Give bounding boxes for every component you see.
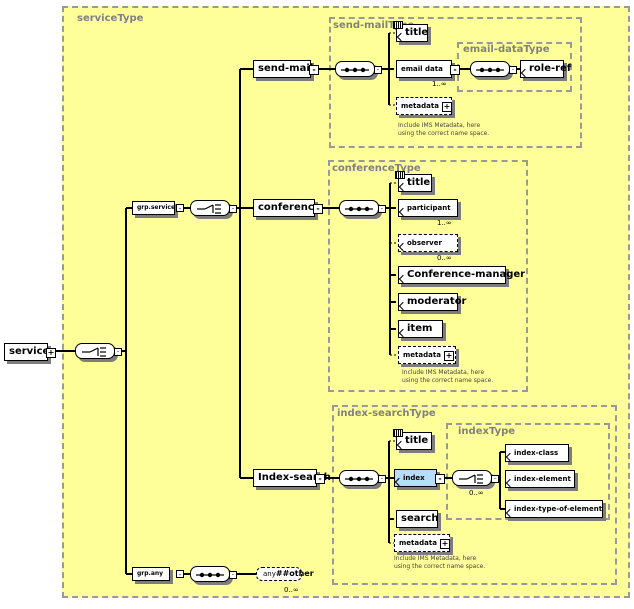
compositor-minus-icon[interactable]: - [509, 66, 517, 74]
conference-title-element[interactable]: title [395, 171, 432, 192]
conference-manager-element[interactable]: Conference-manager [398, 266, 525, 284]
sequence-compositor-conference[interactable]: - [339, 200, 386, 216]
index-search-metadata-doc: Include IMS Metadata, here using the cor… [394, 555, 486, 570]
conference-element[interactable]: conference - [253, 199, 323, 217]
sequence-compositor-index-search[interactable]: - [339, 470, 386, 486]
sequence-compositor-send-mail[interactable]: - [335, 61, 382, 77]
index-search-title-element[interactable]: title [393, 429, 432, 450]
index-search-type-label: index-searchType [337, 408, 436, 419]
service-element[interactable]: service + [4, 343, 56, 361]
attributes-icon [393, 429, 403, 437]
index-type-of-element-element[interactable]: index-type-of-element [505, 500, 603, 518]
collapse-icon[interactable]: - [450, 65, 460, 75]
compositor-minus-icon[interactable]: - [229, 571, 237, 579]
search-element[interactable]: search [396, 510, 438, 528]
collapse-icon[interactable]: - [313, 204, 323, 214]
observer-element[interactable]: observer [398, 234, 458, 252]
index-search-type-box [332, 405, 617, 585]
expand-icon[interactable]: + [46, 348, 56, 358]
index-element[interactable]: index - [394, 469, 445, 487]
choice-icon [197, 204, 221, 214]
conference-metadata-element[interactable]: metadata+ [398, 346, 456, 364]
choice-icon [82, 347, 106, 357]
sequence-compositor-email-data[interactable]: - [470, 61, 517, 77]
compositor-minus-icon[interactable]: - [378, 475, 386, 483]
conference-type-label: conferenceType [332, 163, 421, 174]
item-element[interactable]: item [398, 320, 443, 338]
sequence-icon [345, 206, 373, 212]
compositor-minus-icon[interactable]: - [374, 66, 382, 74]
send-mail-type-label: send-mailType [333, 20, 415, 31]
sequence-icon [341, 67, 369, 73]
index-choice-cardinality: 0..∞ [469, 489, 484, 497]
index-search-metadata-element[interactable]: metadata+ [394, 534, 450, 552]
compositor-minus-icon[interactable]: - [114, 348, 122, 356]
sequence-icon [196, 572, 224, 578]
collapse-icon[interactable]: - [309, 65, 319, 75]
send-mail-metadata-element[interactable]: metadata+ [396, 97, 452, 115]
choice-compositor-service[interactable]: - [190, 200, 237, 216]
choice-icon [459, 474, 483, 484]
compositor-minus-icon[interactable]: - [378, 205, 386, 213]
choice-compositor[interactable]: - [75, 343, 122, 359]
expand-icon[interactable]: + [441, 102, 452, 112]
compositor-minus-icon[interactable]: - [229, 205, 237, 213]
attributes-icon [395, 171, 405, 179]
compositor-minus-icon[interactable]: - [491, 475, 499, 483]
send-mail-type-box [329, 17, 582, 148]
expand-icon[interactable]: + [443, 351, 454, 361]
grp-any-minus-icon[interactable]: - [176, 570, 184, 579]
any-cardinality: 0..∞ [284, 586, 299, 594]
send-mail-element[interactable]: send-mail - [253, 60, 319, 78]
observer-cardinality: 0..∞ [437, 254, 452, 262]
service-type-label: serviceType [77, 13, 144, 24]
send-mail-metadata-doc: Include IMS Metadata, here using the cor… [398, 122, 490, 137]
index-class-element[interactable]: index-class [505, 444, 569, 462]
email-data-element[interactable]: email data - [396, 60, 460, 78]
index-element-element[interactable]: index-element [505, 470, 575, 488]
conference-metadata-doc: Include IMS Metadata, here using the cor… [402, 369, 494, 384]
any-other-wildcard[interactable]: any##other [256, 567, 314, 581]
expand-icon[interactable]: + [439, 539, 450, 549]
collapse-icon[interactable]: - [315, 474, 325, 484]
index-type-label: indexType [458, 426, 516, 437]
moderator-element[interactable]: moderator [398, 293, 467, 311]
sequence-compositor-any[interactable]: - [190, 566, 237, 582]
role-ref-element[interactable]: role-ref [520, 60, 571, 78]
sequence-icon [345, 476, 373, 482]
grp-any-group[interactable]: grp.any [132, 567, 170, 581]
index-type-box [446, 423, 610, 520]
choice-compositor-index[interactable]: - [452, 470, 499, 486]
send-mail-title-element[interactable]: title [393, 21, 428, 42]
index-search-element[interactable]: Index-search - [253, 469, 331, 487]
collapse-icon[interactable]: - [435, 474, 445, 484]
attributes-icon [393, 21, 403, 29]
email-data-type-label: email-dataType [463, 44, 550, 55]
participant-element[interactable]: participant [398, 199, 458, 217]
grp-service-minus-icon[interactable]: - [176, 204, 184, 213]
sequence-icon [476, 67, 504, 73]
email-data-cardinality: 1..∞ [432, 80, 447, 88]
grp-service-group[interactable]: grp.service [132, 201, 175, 215]
participant-cardinality: 1..∞ [437, 219, 452, 227]
